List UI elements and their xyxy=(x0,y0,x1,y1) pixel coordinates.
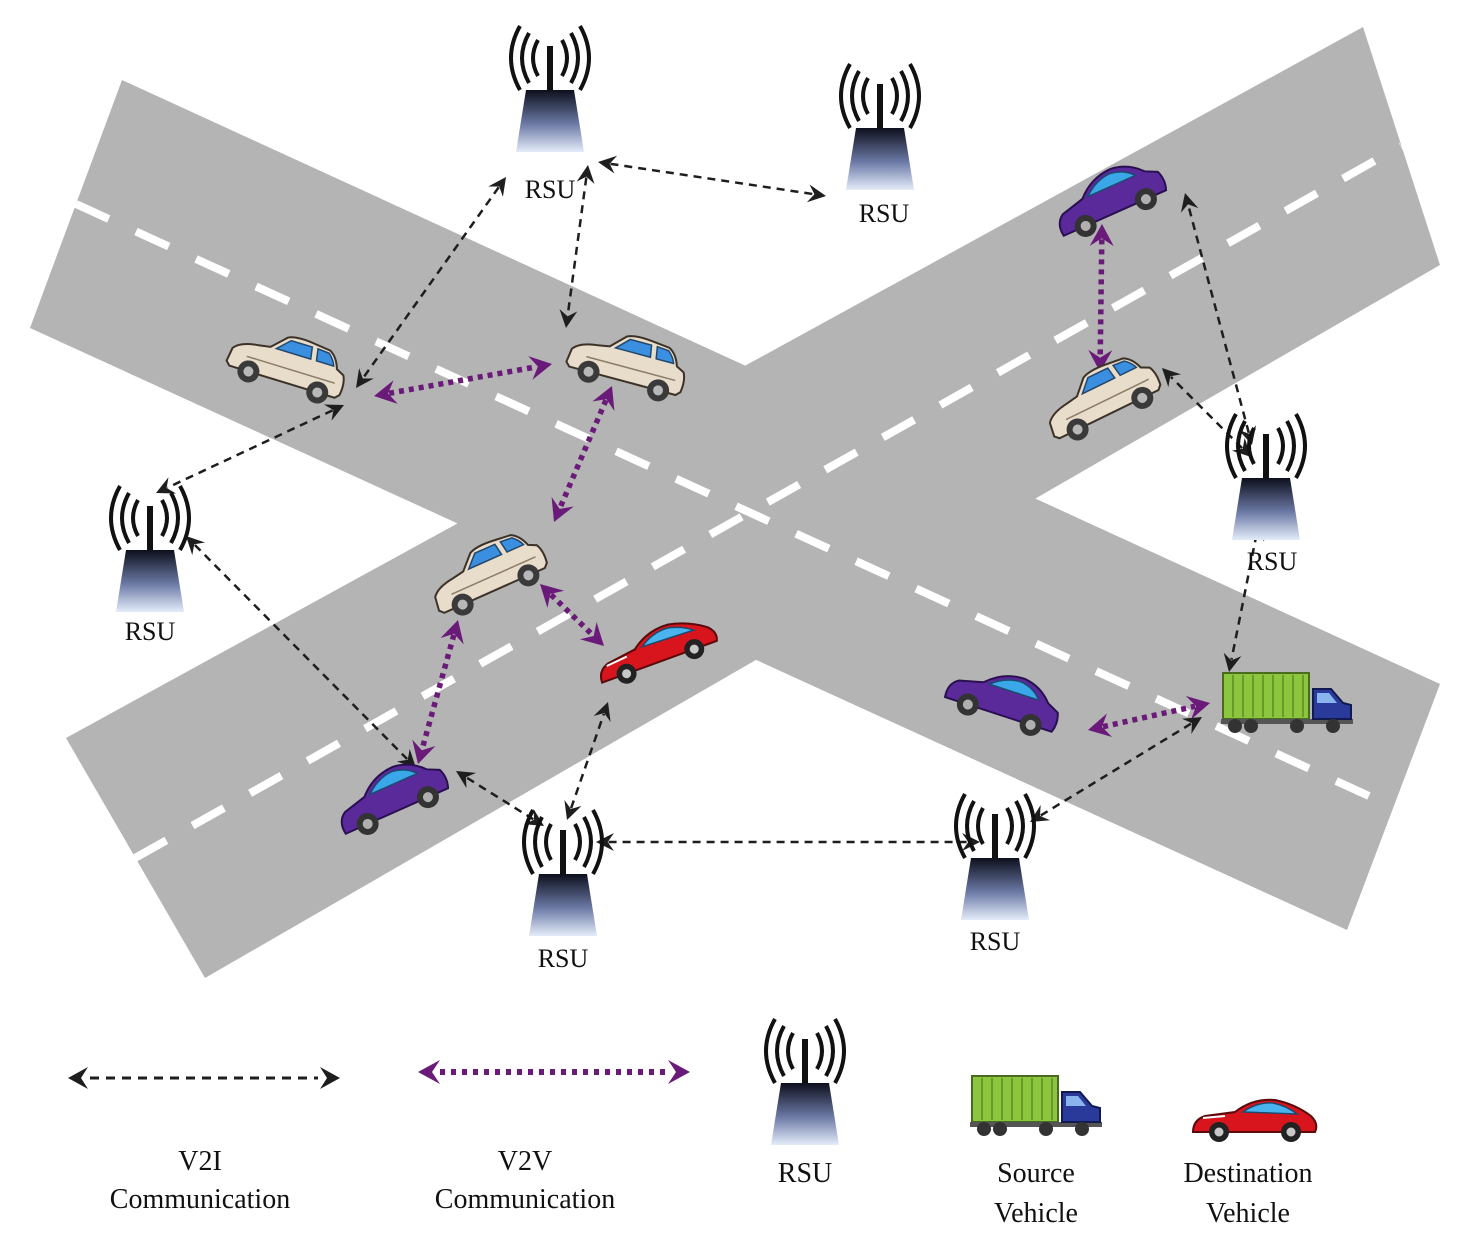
legend-v2i-label-line1: V2I xyxy=(178,1146,222,1177)
link-arrowhead-icon xyxy=(1089,224,1114,247)
legend-v2i-arrowhead-icon xyxy=(320,1067,340,1089)
rsu-label: RSU xyxy=(1247,547,1298,576)
link-arrowhead-icon xyxy=(456,771,477,789)
link-arrowhead-icon xyxy=(551,497,574,522)
link-arrowhead-icon xyxy=(323,404,344,421)
v2i-link xyxy=(166,409,334,489)
rsu-label: RSU xyxy=(859,199,910,228)
rsu-left: RSU xyxy=(109,484,191,646)
v2i-link xyxy=(566,177,588,316)
legend-v2v-arrowhead-icon xyxy=(418,1060,440,1084)
link-arrowhead-icon xyxy=(396,748,416,768)
v2i-link xyxy=(1230,534,1258,660)
legend-v2v-arrowhead-icon xyxy=(668,1060,690,1084)
v2v-links xyxy=(374,224,1210,764)
rsu-label: RSU xyxy=(538,944,589,973)
legend-rsu-icon xyxy=(764,1017,846,1147)
link-arrowhead-icon xyxy=(593,702,611,722)
v2i-link xyxy=(610,162,814,196)
link-arrowhead-icon xyxy=(1088,713,1113,737)
link-arrowhead-icon xyxy=(374,380,398,404)
v2i-link xyxy=(1040,722,1192,817)
link-arrowhead-icon xyxy=(186,536,206,556)
rsu-antenna-icon xyxy=(509,24,591,154)
link-arrowhead-icon xyxy=(576,165,595,185)
link-arrowhead-icon xyxy=(488,177,506,197)
legend-source-label-line1: Source xyxy=(997,1158,1075,1189)
legend-v2i-label-line2: Communication xyxy=(110,1184,290,1215)
legend-v2v: V2V Communication xyxy=(418,1060,690,1215)
legend-v2i-arrowhead-icon xyxy=(68,1067,88,1089)
rsu-units: RSU RSU RSU RSU RSU RSU xyxy=(109,24,1307,973)
legend-v2v-label-line1: V2V xyxy=(498,1146,552,1177)
rsu-bottom-right: RSU xyxy=(954,792,1036,956)
legend-destination-vehicle-icon xyxy=(1192,1098,1318,1143)
link-arrowhead-icon xyxy=(1088,349,1113,372)
road-network xyxy=(30,27,1440,978)
link-arrowhead-icon xyxy=(156,477,177,494)
rsu-top-right: RSU xyxy=(839,62,921,228)
lane-marking-ascending xyxy=(133,142,1403,862)
link-arrowhead-icon xyxy=(596,833,614,851)
v2i-link xyxy=(1187,204,1250,434)
rsu-antenna-icon xyxy=(839,62,921,192)
lane-marking-descending xyxy=(74,200,1395,811)
link-arrowhead-icon xyxy=(1185,696,1210,720)
legend-destination: Destination Vehicle xyxy=(1183,1098,1318,1229)
rsu-antenna-icon xyxy=(522,808,604,938)
rsu-antenna-icon xyxy=(1225,412,1307,542)
legend-v2i: V2I Communication xyxy=(68,1067,340,1215)
link-arrowhead-icon xyxy=(356,368,374,388)
legend-source: Source Vehicle xyxy=(969,1075,1103,1229)
link-arrowhead-icon xyxy=(440,620,464,645)
legend: V2I Communication V2V Communication RSU … xyxy=(68,1017,1318,1229)
link-arrowhead-icon xyxy=(412,739,436,764)
legend-v2v-label-line2: Communication xyxy=(435,1184,615,1215)
v2i-link xyxy=(362,186,500,379)
link-arrowhead-icon xyxy=(559,308,578,328)
v2i-link xyxy=(569,713,606,809)
link-arrowhead-icon xyxy=(806,184,826,203)
rsu-bottom-center: RSU xyxy=(522,808,604,973)
rsu-label: RSU xyxy=(525,175,576,204)
v2i-link xyxy=(1170,376,1243,449)
link-arrowhead-icon xyxy=(598,155,618,174)
link-arrowhead-icon xyxy=(1030,804,1051,822)
link-arrowhead-icon xyxy=(1180,193,1199,213)
legend-source-vehicle-icon xyxy=(969,1075,1103,1137)
legend-destination-label-line2: Vehicle xyxy=(1206,1198,1290,1229)
rsu-label: RSU xyxy=(125,617,176,646)
rsu-label: RSU xyxy=(970,927,1021,956)
rsu-antenna-icon xyxy=(954,792,1036,922)
rsu-top-center: RSU xyxy=(509,24,591,204)
legend-destination-label-line1: Destination xyxy=(1183,1158,1312,1189)
link-arrowhead-icon xyxy=(579,622,604,646)
rsu-antenna-icon xyxy=(109,484,191,614)
legend-source-label-line2: Vehicle xyxy=(994,1198,1078,1229)
rsu-right: RSU xyxy=(1225,412,1307,576)
link-arrowhead-icon xyxy=(540,584,565,608)
road-diagonal-ascending xyxy=(66,27,1440,978)
legend-rsu-label: RSU xyxy=(778,1158,832,1189)
link-arrowhead-icon xyxy=(592,386,615,411)
link-arrowhead-icon xyxy=(528,356,552,380)
link-arrowhead-icon xyxy=(1181,717,1202,735)
legend-rsu: RSU xyxy=(764,1017,846,1189)
link-arrowhead-icon xyxy=(564,800,582,820)
link-arrowhead-icon xyxy=(1238,425,1257,445)
link-arrowhead-icon xyxy=(1223,652,1242,672)
